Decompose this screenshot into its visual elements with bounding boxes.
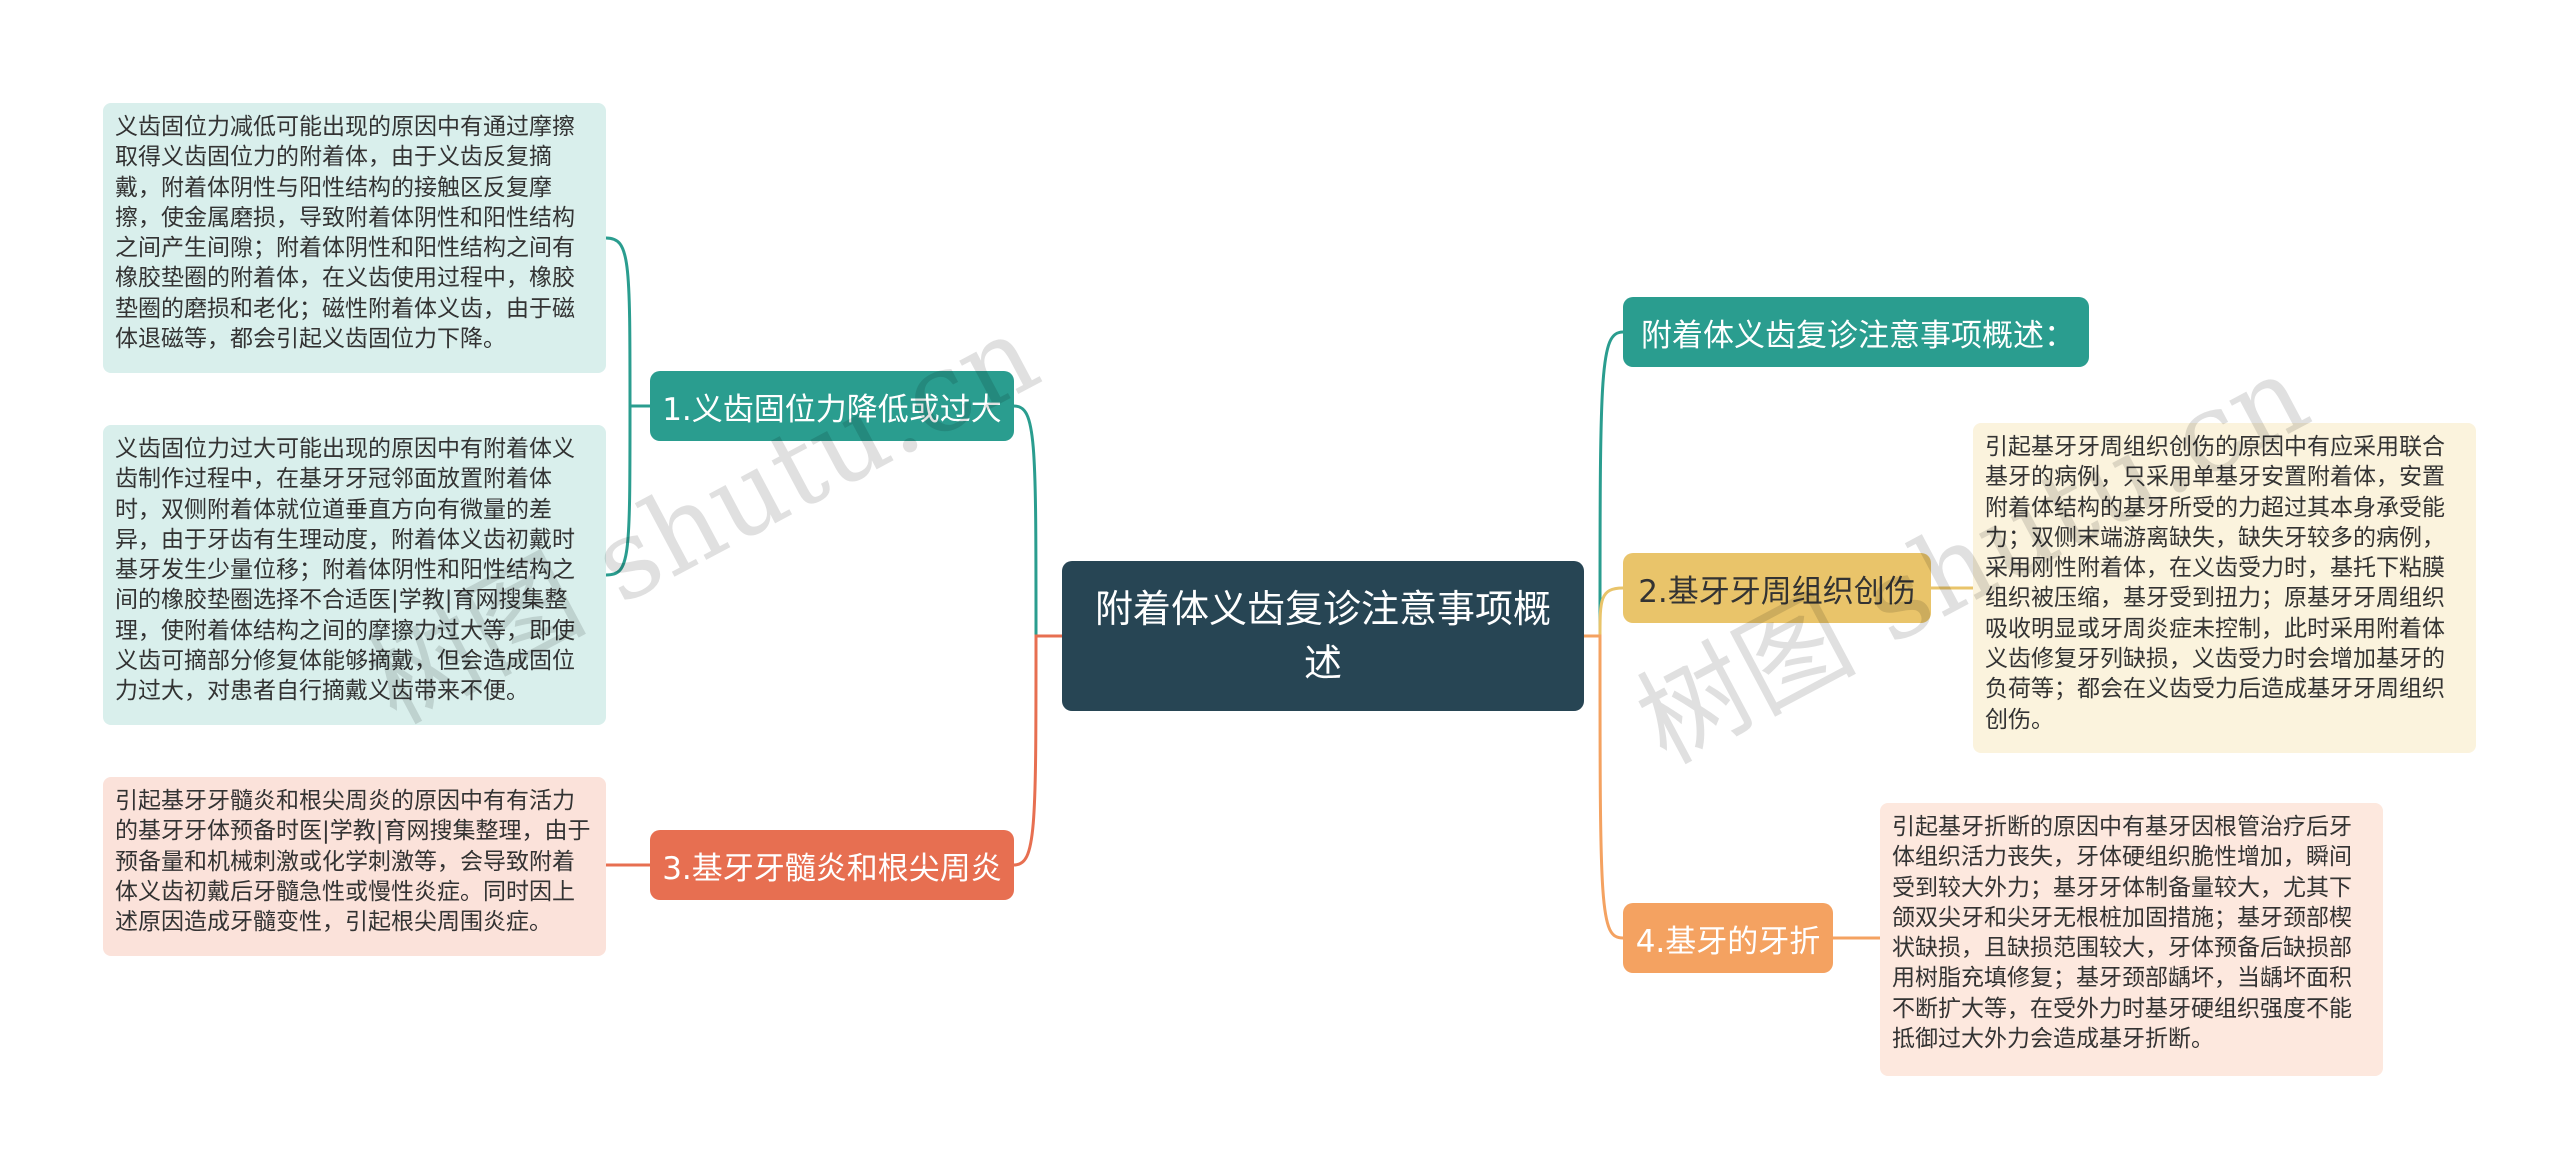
- leaf-pulpitis-cause[interactable]: 引起基牙牙髓炎和根尖周炎的原因中有有活力的基牙牙体预备时医|学教|育网搜集整理，…: [103, 777, 606, 956]
- leaf-fracture-cause[interactable]: 引起基牙折断的原因中有基牙因根管治疗后牙体组织活力丧失，牙体硬组织脆性增加，瞬间…: [1880, 803, 2383, 1076]
- link-t1-l1b: [605, 404, 650, 577]
- central-topic-label: 附着体义齿复诊注意事项概述: [1094, 587, 1551, 685]
- topic-tooth-fracture[interactable]: 4.基牙的牙折: [1623, 903, 1833, 973]
- link-center-t1: [1013, 404, 1062, 638]
- topic-overview[interactable]: 附着体义齿复诊注意事项概述：: [1623, 297, 2089, 367]
- topic-periodontal-trauma-label: 2.基牙牙周组织创伤: [1638, 573, 1916, 610]
- topic-periodontal-trauma[interactable]: 2.基牙牙周组织创伤: [1623, 553, 1931, 623]
- topic-retention-force[interactable]: 1.义齿固位力降低或过大: [650, 371, 1014, 441]
- topic-overview-label: 附着体义齿复诊注意事项概述：: [1641, 317, 2075, 354]
- topic-pulpitis-label: 3.基牙牙髓炎和根尖周炎: [662, 850, 1002, 887]
- leaf-periodontal-cause[interactable]: 引起基牙牙周组织创伤的原因中有应采用联合基牙的病例，只采用单基牙安置附着体，安置…: [1973, 423, 2476, 753]
- link-center-t4: [1584, 634, 1624, 940]
- leaf-retention-decrease[interactable]: 义齿固位力减低可能出现的原因中有通过摩擦取得义齿固位力的附着体，由于义齿反复摘戴…: [103, 103, 606, 373]
- link-t1-l1a: [605, 236, 650, 408]
- leaf-retention-excess[interactable]: 义齿固位力过大可能出现的原因中有附着体义齿制作过程中，在基牙牙冠邻面放置附着体时…: [103, 425, 606, 725]
- central-topic[interactable]: 附着体义齿复诊注意事项概述: [1062, 561, 1584, 711]
- link-center-t0: [1584, 330, 1624, 638]
- link-center-t2: [1584, 586, 1624, 638]
- link-center-t3: [1013, 634, 1062, 867]
- topic-tooth-fracture-label: 4.基牙的牙折: [1635, 923, 1821, 960]
- topic-pulpitis[interactable]: 3.基牙牙髓炎和根尖周炎: [650, 830, 1014, 900]
- topic-retention-force-label: 1.义齿固位力降低或过大: [662, 391, 1002, 428]
